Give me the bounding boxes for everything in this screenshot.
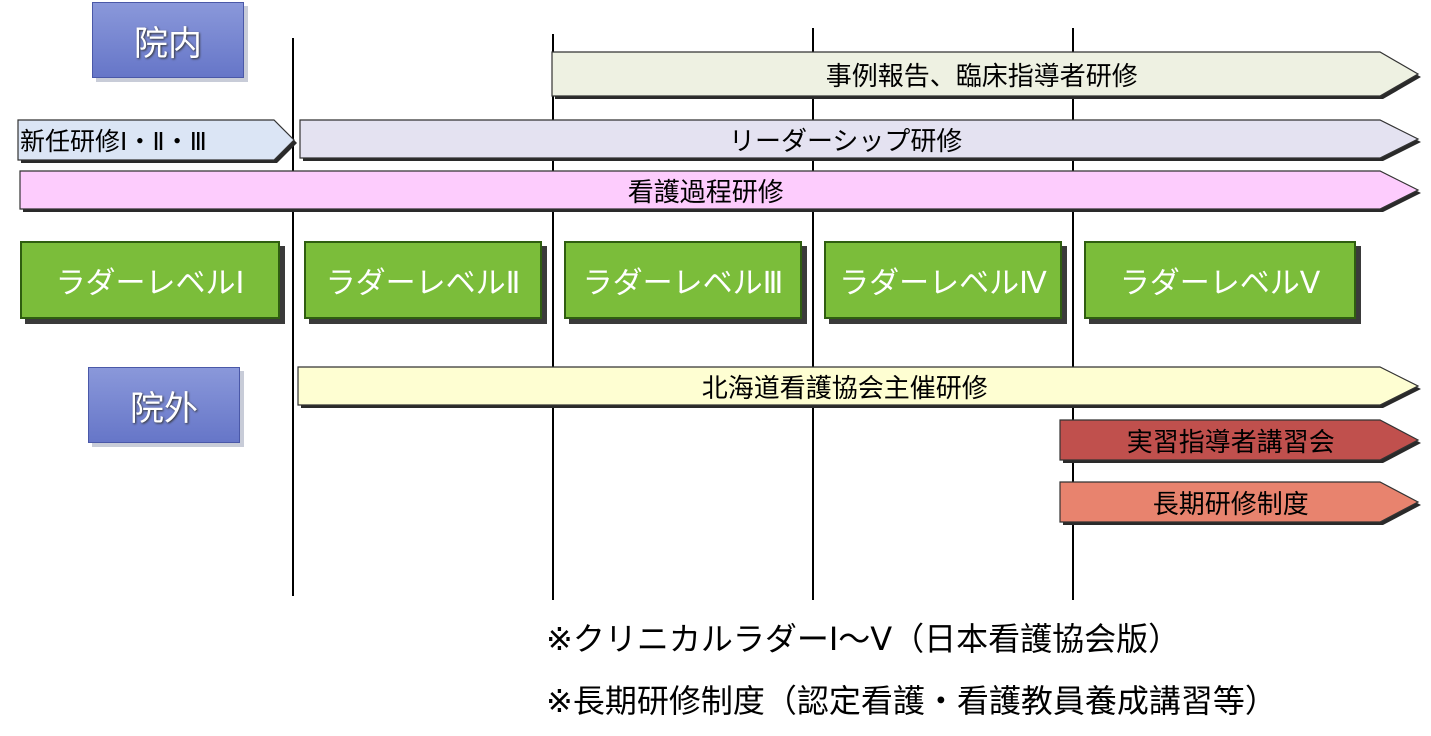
arrow-body [551, 51, 1420, 97]
ladder-level-5-box: ラダーレベルⅤ [1084, 241, 1356, 319]
long-term-training-label: 長期研修制度 [1152, 489, 1309, 520]
divider-line-1 [292, 38, 294, 596]
ladder-level-4-box: ラダーレベルⅣ [824, 241, 1062, 319]
arrow-body [19, 170, 1420, 210]
long-term-training-note: ※長期研修制度（認定看護・看護教員養成講習等） [546, 682, 1277, 720]
outside-hospital-label: 院外 [88, 367, 240, 443]
hokkaido-association-training-arrow-shape [297, 366, 1421, 408]
nursing-process-training-label: 看護過程研修 [627, 177, 784, 208]
nursing-process-training-arrow-shape [19, 170, 1421, 212]
divider-line-4 [1072, 28, 1074, 600]
new-staff-training-arrow: 新任研修Ⅰ・Ⅱ・Ⅲ [17, 119, 297, 163]
practicum-instructor-course-label: 実習指導者講習会 [1126, 427, 1335, 458]
ladder-level-2-box: ラダーレベルⅡ [304, 241, 542, 319]
clinical-ladder-note: ※クリニカルラダーⅠ～Ⅴ（日本看護協会版） [546, 620, 1181, 658]
ladder-level-3-box: ラダーレベルⅢ [564, 241, 802, 319]
leadership-training-label: リーダーシップ研修 [728, 126, 963, 157]
new-staff-training-label: 新任研修Ⅰ・Ⅱ・Ⅲ [20, 127, 207, 156]
long-term-training-arrow: 長期研修制度 [1059, 481, 1421, 525]
nursing-process-training-arrow: 看護過程研修 [19, 170, 1421, 212]
case-report-training-arrow: 事例報告、臨床指導者研修 [551, 51, 1421, 99]
arrow-body [1059, 481, 1420, 523]
arrow-body [299, 119, 1420, 159]
leadership-training-arrow: リーダーシップ研修 [299, 119, 1421, 161]
long-term-training-arrow-shape [1059, 481, 1421, 525]
new-staff-training-arrow-shape [17, 119, 297, 163]
practicum-instructor-course-arrow: 実習指導者講習会 [1059, 419, 1421, 463]
divider-line-3 [812, 28, 814, 600]
case-report-training-label: 事例報告、臨床指導者研修 [825, 61, 1138, 92]
practicum-instructor-course-arrow-shape [1059, 419, 1421, 463]
arrow-body [297, 366, 1420, 406]
in-hospital-label: 院内 [92, 2, 244, 78]
hokkaido-association-training-arrow: 北海道看護協会主催研修 [297, 366, 1421, 408]
divider-line-2 [552, 34, 554, 600]
arrow-body [1059, 419, 1420, 461]
leadership-training-arrow-shape [299, 119, 1421, 161]
ladder-level-1-box: ラダーレベルⅠ [20, 241, 280, 319]
hokkaido-association-training-label: 北海道看護協会主催研修 [701, 373, 988, 404]
arrow-body [17, 119, 295, 161]
case-report-training-arrow-shape [551, 51, 1421, 99]
